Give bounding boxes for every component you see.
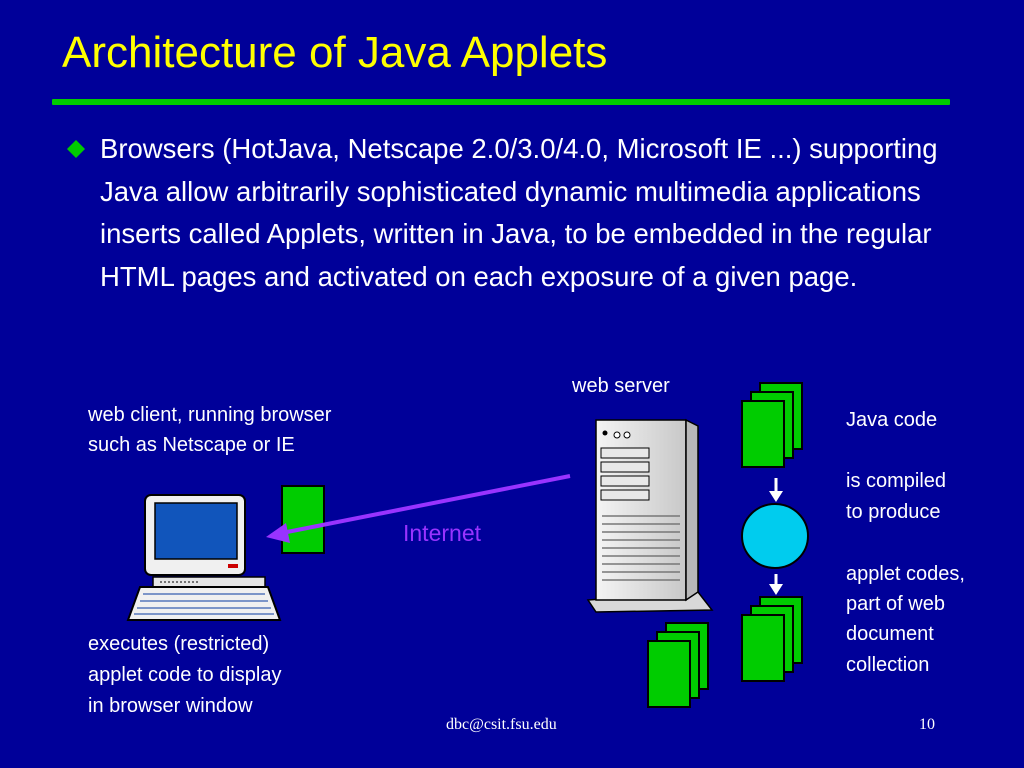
applet-document-icon [281, 485, 325, 554]
client-exec-line3: in browser window [88, 695, 253, 717]
applet-line3: document [846, 623, 934, 645]
client-exec-line2: applet code to display [88, 664, 282, 686]
client-label-line1: web client, running browser [88, 404, 332, 426]
diamond-bullet-icon [67, 140, 85, 158]
applet-line4: collection [846, 654, 930, 676]
compiler-circle [741, 503, 809, 569]
computer-icon [126, 494, 282, 621]
applet-line1: applet codes, [846, 563, 965, 585]
title-underline [52, 99, 950, 105]
bullet-text: Browsers (HotJava, Netscape 2.0/3.0/4.0,… [100, 133, 938, 292]
produce-arrow-icon [769, 574, 783, 595]
page-number: 10 [919, 716, 935, 733]
client-exec-line1: executes (restricted) [88, 633, 270, 655]
server-label: web server [572, 375, 670, 397]
client-label-line2: such as Netscape or IE [88, 434, 295, 456]
web-documents-icon [647, 622, 709, 708]
java-code-documents-icon [741, 382, 803, 468]
internet-label: Internet [403, 520, 481, 546]
compiled-line1: is compiled [846, 470, 947, 492]
applet-documents-icon [741, 596, 803, 682]
server-icon [586, 418, 714, 613]
java-code-label: Java code [846, 409, 938, 431]
compiled-line2: to produce [846, 501, 941, 523]
applet-line2: part of web [846, 593, 945, 615]
internet-arrow [266, 474, 571, 543]
footer-email: dbc@csit.fsu.edu [446, 716, 557, 733]
slide-title: Architecture of Java Applets [62, 28, 608, 77]
compile-arrow-icon [769, 478, 783, 502]
